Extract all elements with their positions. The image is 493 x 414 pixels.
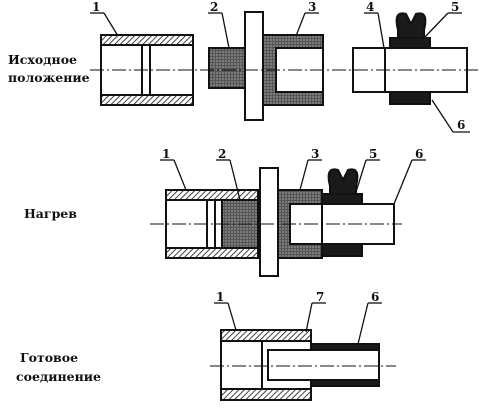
- callout-1: 1: [92, 0, 100, 14]
- callout-6-heating: 6: [415, 147, 423, 161]
- heating-mandrel: [208, 47, 246, 89]
- heater-plate-heating: [259, 167, 279, 277]
- stage-label-heating: Нагрев: [24, 206, 77, 221]
- stage-label-initial-2: положение: [8, 70, 90, 85]
- callout-5: 5: [451, 0, 459, 14]
- callout-6: 6: [457, 118, 465, 132]
- callout-2-heating: 2: [218, 147, 226, 161]
- callout-1-finished: 1: [216, 290, 224, 304]
- callout-3: 3: [308, 0, 316, 14]
- finished-joint: [220, 329, 380, 401]
- callout-1-heating: 1: [162, 147, 170, 161]
- stage-heating: Нагрев 1 2 3 5 6: [24, 147, 426, 277]
- stage-label-finished-1: Готовое: [20, 350, 78, 365]
- stage-initial: Исходное положение 1: [8, 0, 480, 133]
- callout-6-finished: 6: [371, 290, 379, 304]
- stage-label-finished-2: соединение: [16, 369, 101, 384]
- callout-2: 2: [210, 0, 218, 14]
- callout-3-heating: 3: [311, 147, 319, 161]
- pipe-with-clamp-heating: [321, 168, 395, 257]
- stage-label-initial-1: Исходное: [8, 52, 77, 67]
- callout-5-heating: 5: [369, 147, 377, 161]
- callout-4: 4: [366, 0, 374, 14]
- stage-finished: Готовое соединение 1 7 6: [16, 290, 396, 401]
- heater-plate: [244, 11, 264, 121]
- callout-7-finished: 7: [316, 290, 324, 304]
- pipe-with-clamp: [352, 12, 468, 105]
